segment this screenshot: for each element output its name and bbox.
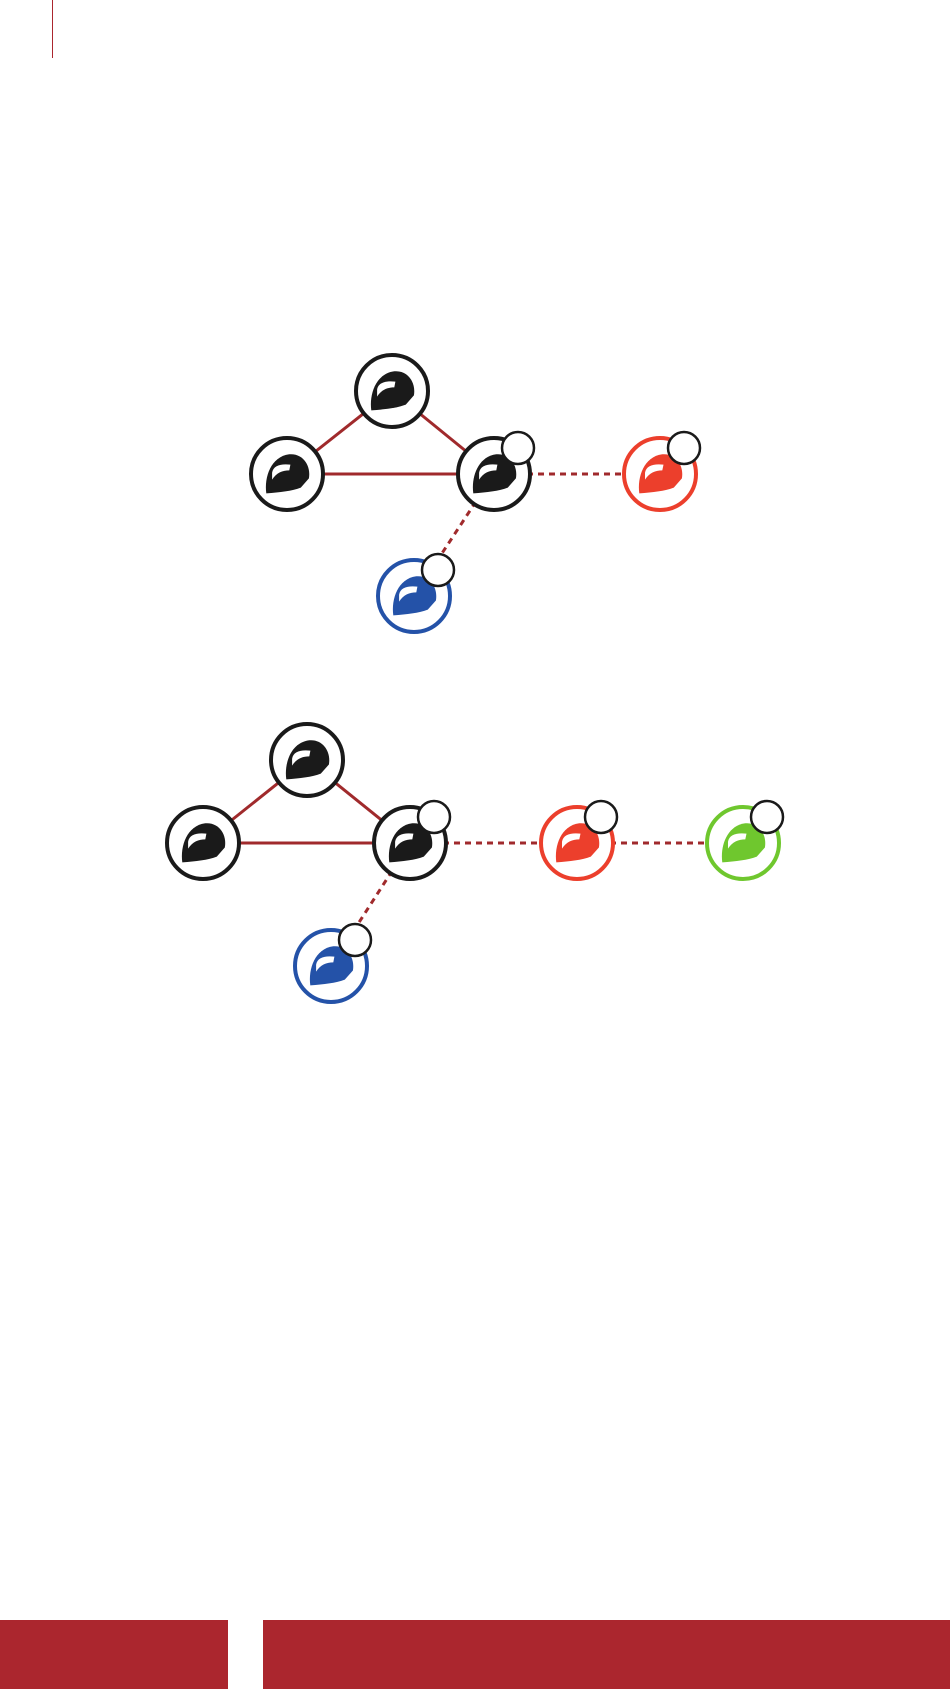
status-badge-circle bbox=[422, 554, 454, 586]
intercom-network-a bbox=[251, 355, 700, 632]
node-red bbox=[624, 432, 700, 510]
node-hub bbox=[374, 801, 450, 879]
status-badge-circle bbox=[668, 432, 700, 464]
status-badge-circle bbox=[751, 801, 783, 833]
node-top bbox=[271, 724, 343, 796]
node-blue bbox=[295, 924, 371, 1002]
node-blue bbox=[378, 554, 454, 632]
status-badge-circle bbox=[502, 432, 534, 464]
status-badge-circle bbox=[418, 801, 450, 833]
footer-bar-left bbox=[0, 1620, 228, 1689]
node-top bbox=[356, 355, 428, 427]
status-badge-circle bbox=[585, 801, 617, 833]
intercom-network-b bbox=[167, 724, 783, 1002]
node-hub bbox=[458, 432, 534, 510]
footer-bar-right bbox=[263, 1620, 950, 1689]
status-badge-circle bbox=[339, 924, 371, 956]
node-left bbox=[167, 807, 239, 879]
node-left bbox=[251, 438, 323, 510]
node-red bbox=[541, 801, 617, 879]
node-green bbox=[707, 801, 783, 879]
